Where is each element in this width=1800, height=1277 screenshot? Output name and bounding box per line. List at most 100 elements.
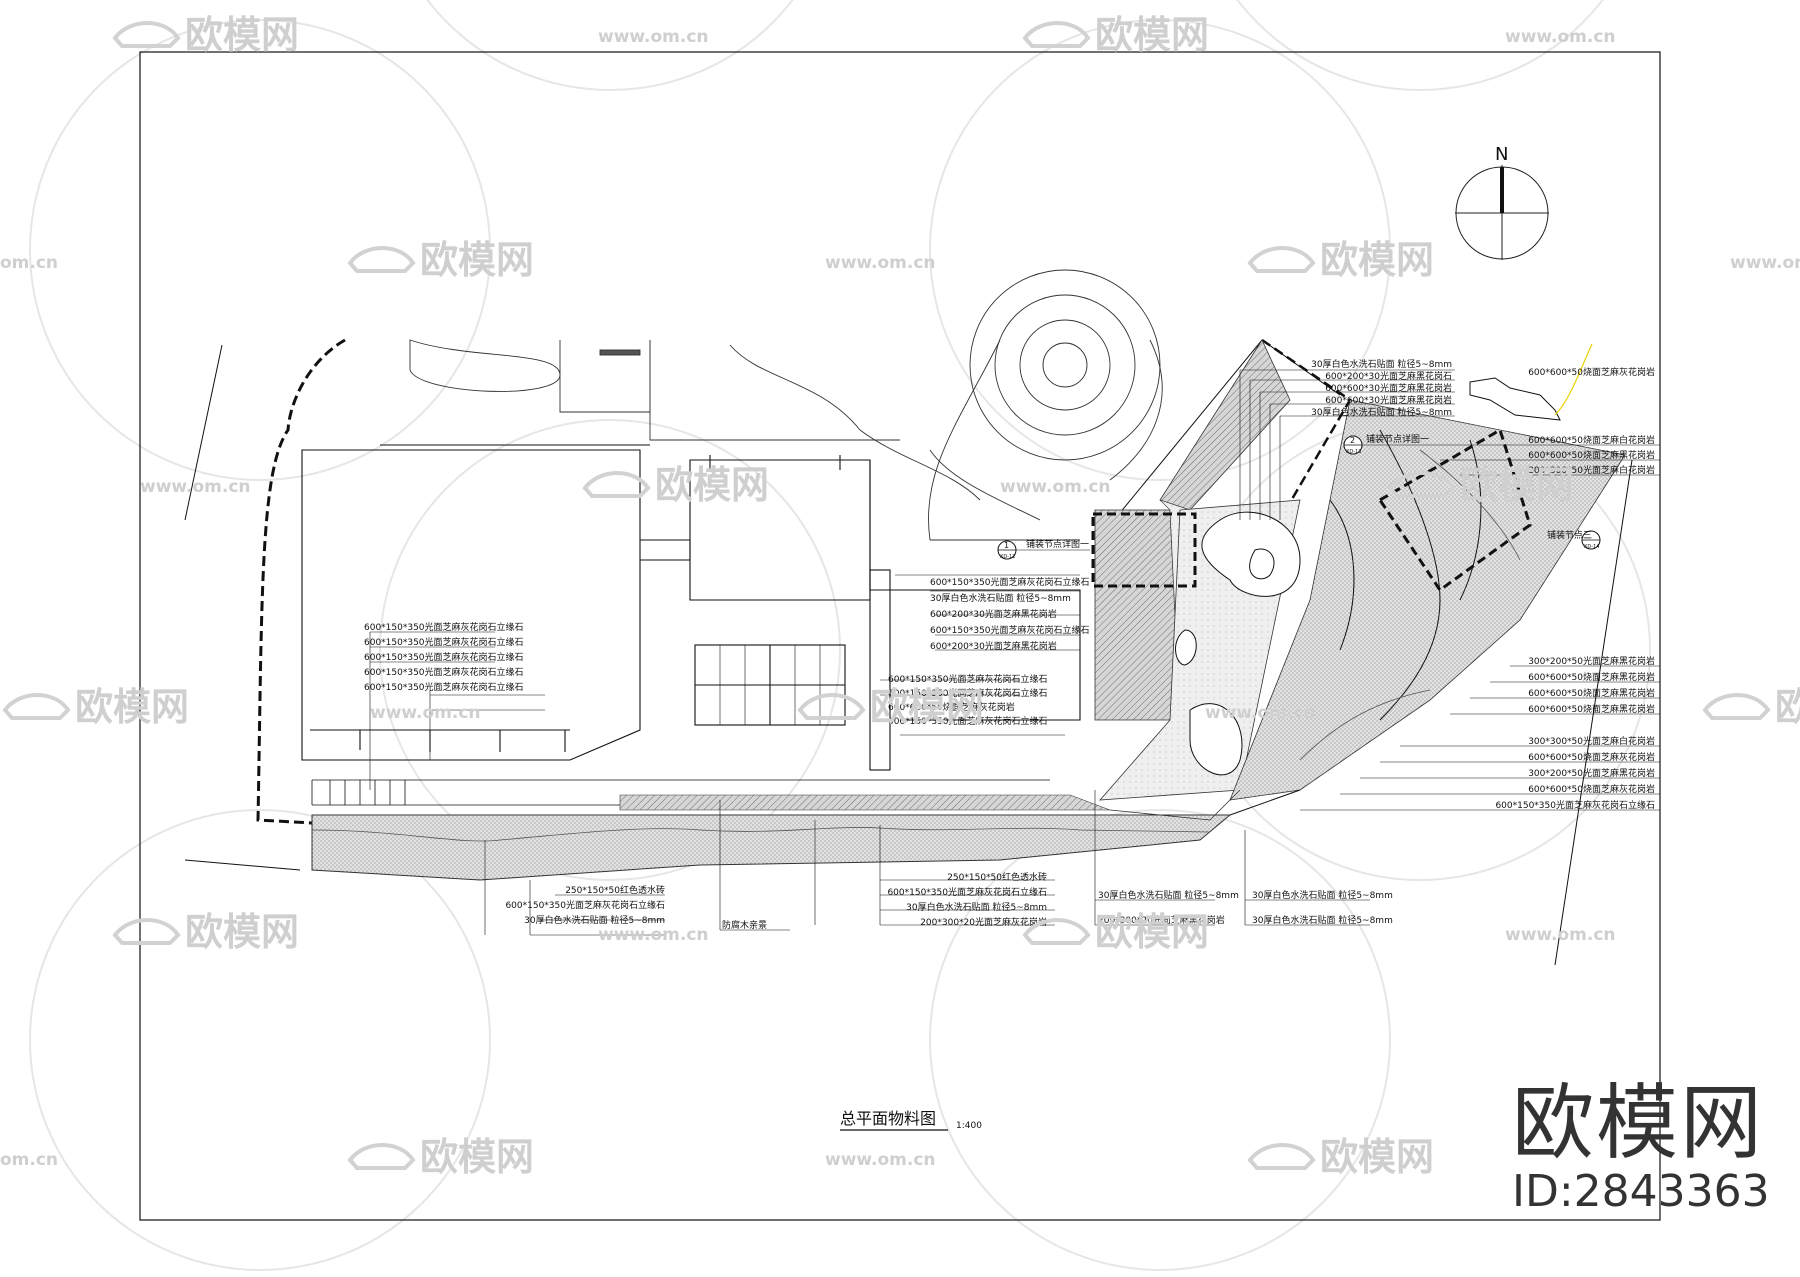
material-label: 600*150*350光面芝麻灰花岗石立缘石 xyxy=(888,673,1048,685)
material-label: 600*150*350光面芝麻灰花岗石立缘石 xyxy=(505,899,665,911)
material-label: 600*150*350光面芝麻灰花岗石立缘石 xyxy=(1495,799,1655,811)
watermark-url: www.om.cn xyxy=(1505,925,1616,945)
detail-callout-1: 1 XD-12 铺装节点详图一 xyxy=(997,538,1090,560)
scale-text: 1:400 xyxy=(956,1121,982,1131)
material-label: 30厚白色水洗石贴面 粒径5~8mm xyxy=(524,914,665,926)
material-label: 600*150*350光面芝麻灰花岗石立缘石 xyxy=(364,681,524,693)
watermark-logo-icon xyxy=(797,693,866,720)
watermark-url: om.cn xyxy=(0,253,58,273)
watermark-logo-icon xyxy=(1387,471,1456,498)
material-label: 200*300*20光面芝麻黑花岗岩 xyxy=(1098,914,1225,926)
material-label: 600*150*350光面芝麻灰花岗石立缘石 xyxy=(888,687,1048,699)
watermark-logo-icon xyxy=(1022,21,1091,48)
material-label: 600*600*50烧面芝麻白花岗岩 xyxy=(1528,434,1655,446)
detail-box-2 xyxy=(1377,427,1532,593)
material-label: 600*600*50烧面芝麻黑花岗岩 xyxy=(1528,687,1655,699)
watermark-url: www.om.cn xyxy=(1205,703,1316,723)
watermark-brand: 欧模网 xyxy=(1095,910,1209,954)
watermark-brand: 欧模网 xyxy=(1320,1135,1434,1179)
material-label: 30厚白色水洗石贴面 粒径5~8mm xyxy=(906,901,1047,913)
watermark-url: www.om.cn xyxy=(1000,477,1111,497)
watermark-brand: 欧模网 xyxy=(655,463,769,507)
material-label: 600*200*30光面芝麻黑花岗石 xyxy=(1325,370,1452,382)
watermark-url: www.om.cn xyxy=(825,253,936,273)
material-label: 600*150*350光面芝麻灰花岗石立缘石 xyxy=(364,651,524,663)
watermark-url: www.om.cn xyxy=(825,1150,936,1170)
material-label: 300*200*50光面芝麻黑花岗岩 xyxy=(1528,655,1655,667)
watermark-brand: 欧模网 xyxy=(420,1135,534,1179)
material-label: 600*200*30光面芝麻黑花岗岩 xyxy=(930,608,1057,620)
watermark-logo-icon xyxy=(1247,1143,1316,1170)
material-label: 600*150*350光面芝麻灰花岗石立缘石 xyxy=(887,886,1047,898)
watermark-logo-icon xyxy=(347,1143,416,1170)
svg-text:1: 1 xyxy=(1004,541,1009,550)
svg-text:XD-13: XD-13 xyxy=(1346,449,1361,455)
sheet-border xyxy=(139,51,1661,1221)
material-label: 600*200*30光面芝麻黑花岗岩 xyxy=(930,640,1057,652)
material-label: 600*150*350光面芝麻灰花岗石立缘石 xyxy=(930,576,1090,588)
watermark-brand: 欧模网 xyxy=(75,685,189,729)
material-label: 防腐木亲景 xyxy=(722,919,767,931)
material-label: 30厚白色水洗石贴面 粒径5~8mm xyxy=(1098,889,1239,901)
material-label: 600*600*30光面芝麻黑花岗岩 xyxy=(1325,394,1452,406)
watermark-logo-icon xyxy=(1247,246,1316,273)
watermark-logo-icon xyxy=(112,918,181,945)
watermark-logo-icon xyxy=(582,471,651,498)
material-label: 600*600*50烧面芝麻黑花岗岩 xyxy=(1528,449,1655,461)
material-label: 600*600*50烧面芝麻黑花岗岩 xyxy=(1528,671,1655,683)
wedge-plaza xyxy=(1229,399,1626,801)
material-label: 250*150*50红色透水砖 xyxy=(565,884,665,896)
building-left xyxy=(301,444,691,761)
material-label: 600*150*350光面芝麻灰花岗石立缘石 xyxy=(364,621,524,633)
brand-logo: 欧模网 xyxy=(1512,1076,1765,1171)
material-label: 600*600*50烧面芝麻灰花岗岩 xyxy=(1528,751,1655,763)
watermark-brand: 欧模网 xyxy=(185,13,299,57)
material-label: 300*200*50光面芝麻黑花岗岩 xyxy=(1528,767,1655,779)
svg-text:XD-12: XD-12 xyxy=(1000,554,1015,560)
material-label: 600*150*350光面芝麻灰花岗石立缘石 xyxy=(364,636,524,648)
material-label: 30厚白色水洗石贴面 粒径5~8mm xyxy=(1311,406,1452,418)
watermark-url: www.om.cn xyxy=(598,925,709,945)
material-label: 600*600*50烧面芝麻灰花岗岩 xyxy=(1528,783,1655,795)
watermark-logo-icon xyxy=(1702,693,1771,720)
material-label: 600*150*350光面芝麻灰花岗石立缘石 xyxy=(364,666,524,678)
watermark-logo-icon xyxy=(347,246,416,273)
detail-callout-2: 2 XD-13 铺装节点详图一 xyxy=(1343,433,1429,455)
material-label: 30厚白色水洗石贴面 粒径5~8mm xyxy=(1311,358,1452,370)
watermark-brand: 欧模网 xyxy=(1775,685,1800,729)
watermark-logo-icon xyxy=(112,21,181,48)
paving-band xyxy=(311,814,1232,881)
material-label: 300*300*50光面芝麻白花岗岩 xyxy=(1528,464,1655,476)
watermark-brand: 欧模网 xyxy=(185,910,299,954)
svg-text:铺装节点详图一: 铺装节点详图一 xyxy=(1026,538,1089,550)
detail-callout-3: XD-14 铺装节点三 xyxy=(1547,529,1601,550)
watermark-brand: 欧模网 xyxy=(1320,238,1434,282)
svg-text:铺装节点三: 铺装节点三 xyxy=(1547,529,1592,541)
material-label: 30厚白色水洗石贴面 粒径5~8mm xyxy=(1252,889,1393,901)
material-label: 30厚白色水洗石贴面 粒径5~8mm xyxy=(1252,914,1393,926)
site-boundary xyxy=(256,338,346,825)
watermark-brand: 欧模网 xyxy=(1095,13,1209,57)
curved-planters xyxy=(1099,499,1301,801)
garden-area xyxy=(409,269,1163,541)
watermark-url: www.om.cn xyxy=(140,477,251,497)
material-label: 600*600*50烧面芝麻黑花岗岩 xyxy=(1528,703,1655,715)
plaza-hatched xyxy=(1094,509,1181,721)
material-label: 300*300*50光面芝麻白花岗岩 xyxy=(1528,735,1655,747)
watermark-brand: 欧模网 xyxy=(870,685,984,729)
material-label: 600*600*30光面芝麻黑花岗岩 xyxy=(1325,382,1452,394)
title-text: 总平面物料图 xyxy=(840,1109,936,1128)
detail-box-1 xyxy=(1091,512,1197,588)
drawing-title: 总平面物料图 1:400 xyxy=(840,1109,982,1131)
watermark-url: om.cn xyxy=(0,1150,58,1170)
svg-text:XD-14: XD-14 xyxy=(1584,544,1599,550)
leader-lines xyxy=(369,369,1660,936)
material-label: 200*300*20光面芝麻灰花岗岩 xyxy=(920,916,1047,928)
north-arrow: N xyxy=(1455,144,1549,260)
watermark-url: www.om.cn xyxy=(1505,27,1616,47)
watermark-logo-icon xyxy=(1022,918,1091,945)
watermark-brand: 欧模网 xyxy=(1460,463,1574,507)
material-label: 30厚白色水洗石贴面 粒径5~8mm xyxy=(930,592,1071,604)
